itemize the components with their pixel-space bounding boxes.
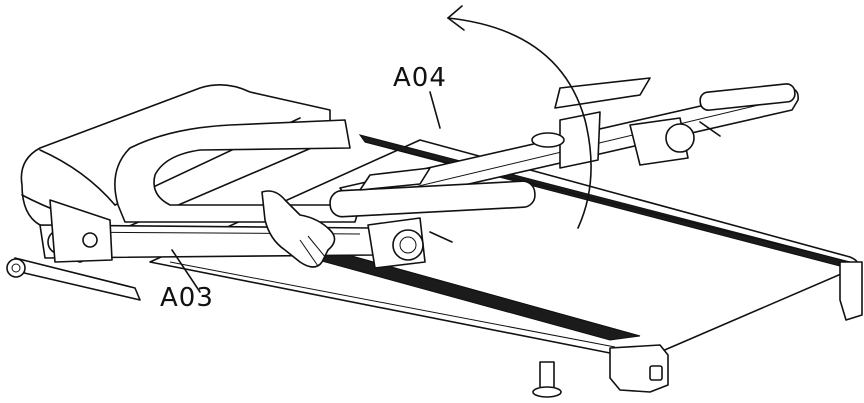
folding-knob-right: [629, 117, 721, 166]
transport-wheel: [6, 257, 141, 301]
label-a04-text: A04: [393, 63, 447, 93]
label-a03: A03: [160, 249, 214, 313]
label-a03-text: A03: [160, 283, 214, 313]
deck-end-cap-front: [609, 344, 669, 393]
hand-icon: [261, 190, 336, 268]
folding-knob-left: [367, 217, 453, 269]
deck-end-cap-right: [839, 261, 863, 321]
label-a04: A04: [393, 63, 447, 129]
fold-rotation-arrow: [447, 5, 592, 229]
levelling-foot: [532, 361, 562, 398]
handlebar-frame: [114, 77, 799, 223]
